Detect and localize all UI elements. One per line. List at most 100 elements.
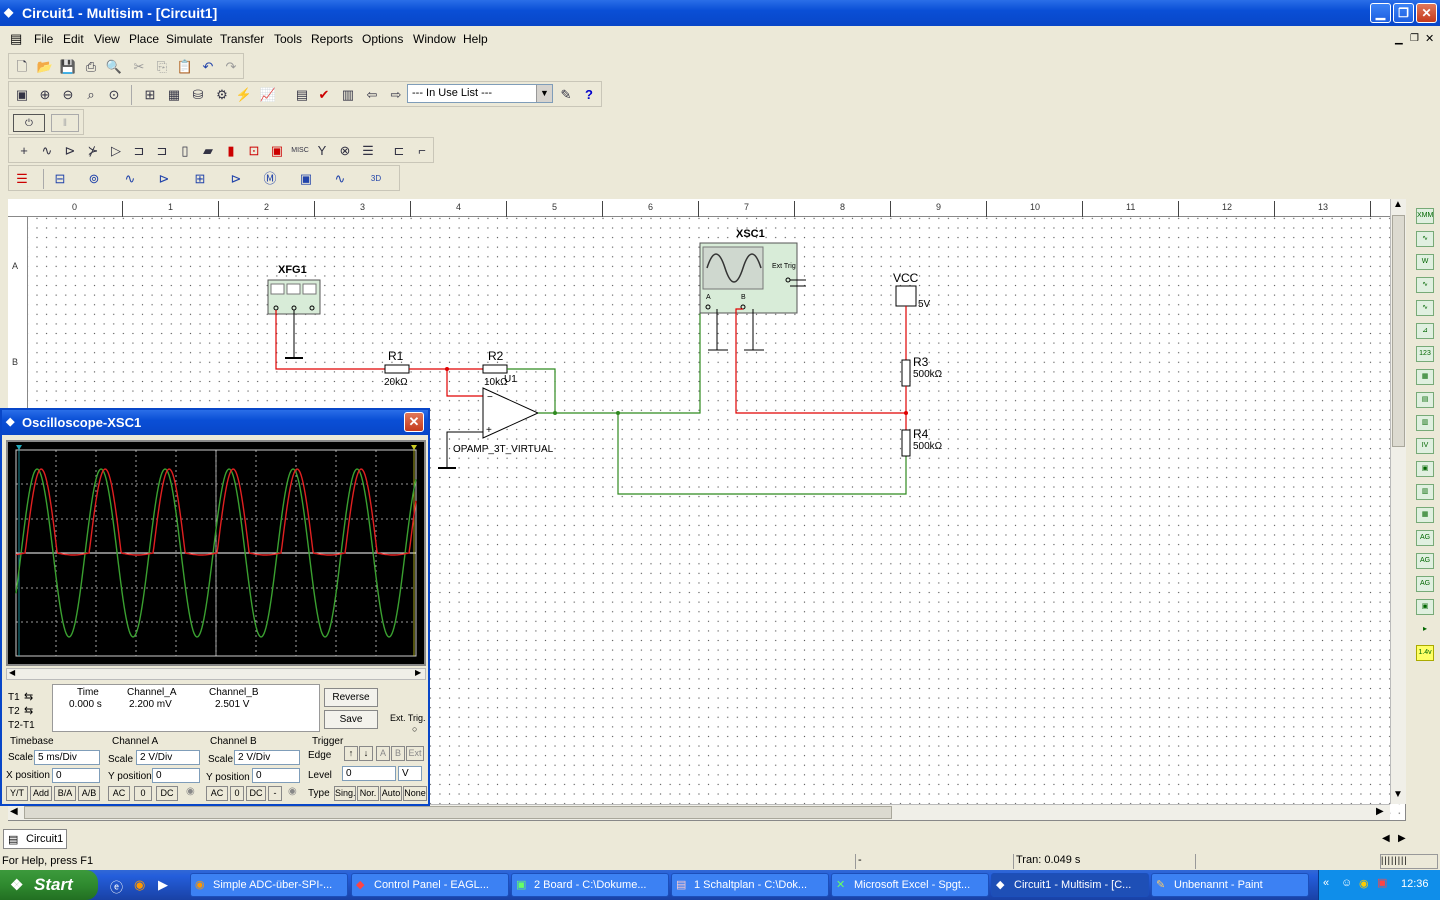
- menu-view[interactable]: View: [94, 32, 120, 46]
- mdi-close-button[interactable]: ✕: [1425, 33, 1435, 45]
- tab-scroll-left-icon[interactable]: ◀: [1382, 833, 1390, 844]
- tektronix-scope-icon[interactable]: ▣: [1416, 599, 1434, 615]
- trigger-single-button[interactable]: Sing.: [334, 786, 356, 801]
- scope-screen[interactable]: [6, 440, 426, 666]
- basic-icon[interactable]: ∿: [41, 143, 53, 158]
- taskbar-button-eagle-board[interactable]: ▣2 Board - C:\Dokume...: [511, 873, 669, 897]
- trigger-normal-button[interactable]: Nor.: [357, 786, 379, 801]
- bom-icon[interactable]: ▥: [341, 87, 355, 102]
- scroll-left-icon[interactable]: ◀: [10, 806, 18, 817]
- channel-b-dc-button[interactable]: DC: [246, 786, 266, 801]
- source-icon[interactable]: +: [20, 143, 28, 158]
- channel-a-zero-button[interactable]: 0: [134, 786, 152, 801]
- bus-icon[interactable]: ⌐: [418, 143, 426, 158]
- taskbar-button-multisim[interactable]: ◆Circuit1 - Multisim - [C...: [991, 873, 1149, 897]
- power-component-icon[interactable]: ⊡: [248, 143, 260, 158]
- taskbar-button-paint[interactable]: ✎Unbenannt - Paint: [1151, 873, 1309, 897]
- trigger-source-ext-button[interactable]: Ext: [406, 746, 424, 761]
- scroll-up-icon[interactable]: ▲: [1393, 199, 1403, 210]
- misc-component-icon[interactable]: ▣: [270, 143, 284, 158]
- distortion-analyzer-icon[interactable]: ▣: [1416, 461, 1434, 477]
- network-analyzer-icon[interactable]: ▦: [1416, 507, 1434, 523]
- postprocessor-icon[interactable]: ▤: [295, 87, 309, 102]
- show-grid-icon[interactable]: ☰: [16, 171, 28, 186]
- mcu-icon[interactable]: ☰: [362, 143, 374, 158]
- chevron-down-icon[interactable]: ▼: [536, 85, 552, 102]
- indicator-icon[interactable]: ▮: [227, 143, 235, 158]
- channel-b-minus-button[interactable]: -: [268, 786, 282, 801]
- simulate-icon[interactable]: ⚡: [235, 87, 253, 102]
- tab-scroll-right-icon[interactable]: ▶: [1398, 833, 1406, 844]
- zoom-in-icon[interactable]: ⊕: [39, 87, 51, 102]
- menu-window[interactable]: Window: [413, 32, 456, 46]
- channel-a-terminal-icon[interactable]: ◉: [186, 786, 195, 797]
- oscilloscope-close-button[interactable]: ✕: [404, 412, 424, 432]
- trigger-auto-button[interactable]: Auto: [380, 786, 402, 801]
- graph-icon[interactable]: ∿: [334, 171, 346, 186]
- menu-simulate[interactable]: Simulate: [166, 32, 213, 46]
- more-instruments-icon[interactable]: ▸: [1422, 624, 1427, 633]
- spreadsheet-icon[interactable]: ▦: [167, 87, 181, 102]
- grapher-icon[interactable]: 📈: [259, 87, 277, 102]
- tray-security-icon[interactable]: ◉: [1359, 878, 1369, 890]
- hierarchical-block-icon[interactable]: ⊏: [393, 143, 405, 158]
- menu-help[interactable]: Help: [463, 32, 488, 46]
- cut-icon[interactable]: ✂: [133, 59, 145, 74]
- taskbar-button-firefox[interactable]: ◉Simple ADC-über-SPI-...: [190, 873, 348, 897]
- forward-annotate-icon[interactable]: ⇨: [390, 87, 402, 102]
- iv-analyzer-icon[interactable]: IV: [1416, 438, 1434, 454]
- channel-a-scale-field[interactable]: 2 V/Div: [136, 750, 200, 765]
- transistor-icon[interactable]: ⊁: [87, 143, 99, 158]
- ttl-icon[interactable]: ⊐: [133, 143, 145, 158]
- reverse-button[interactable]: Reverse: [324, 688, 378, 707]
- falling-edge-icon[interactable]: ↓: [359, 746, 373, 761]
- logic-converter-icon[interactable]: ▥: [1416, 415, 1434, 431]
- signal-icon[interactable]: ⊚: [88, 171, 100, 186]
- bode-plotter-icon[interactable]: ⊿: [1416, 323, 1434, 339]
- trigger-source-a-button[interactable]: A: [376, 746, 390, 761]
- tray-app-icon[interactable]: ☺: [1341, 877, 1353, 889]
- component-view-icon[interactable]: ⊞: [194, 171, 206, 186]
- full-screen-icon[interactable]: ▣: [15, 87, 29, 102]
- timebase-scale-field[interactable]: 5 ms/Div: [34, 750, 100, 765]
- vertical-scroll-thumb[interactable]: [1392, 215, 1405, 447]
- oscilloscope-icon[interactable]: ∿: [1416, 277, 1434, 293]
- analysis-icon[interactable]: ⊳: [158, 171, 170, 186]
- x-position-field[interactable]: 0: [52, 768, 100, 783]
- erc-icon[interactable]: ✔: [318, 87, 330, 102]
- trigger-source-b-button[interactable]: B: [391, 746, 405, 761]
- menu-file[interactable]: File: [34, 32, 54, 46]
- circuit1-document-tab[interactable]: ▤ Circuit1: [3, 829, 67, 849]
- measurement-probe-icon[interactable]: 1.4v: [1416, 645, 1434, 661]
- cmos-icon[interactable]: ⊐: [156, 143, 168, 158]
- media-player-quicklaunch-icon[interactable]: ▶: [158, 877, 168, 892]
- channel-a-dc-button[interactable]: DC: [156, 786, 178, 801]
- component-wizard-icon[interactable]: ⚙: [216, 87, 228, 102]
- scroll-right-icon[interactable]: ▶: [1376, 806, 1384, 817]
- zoom-area-icon[interactable]: ⌕: [87, 87, 95, 102]
- run-switch-icon[interactable]: ⏻: [13, 114, 45, 132]
- trigger-none-button[interactable]: None: [403, 786, 427, 801]
- close-button[interactable]: ✕: [1416, 3, 1437, 23]
- menu-reports[interactable]: Reports: [311, 32, 354, 46]
- wattmeter-icon[interactable]: W: [1416, 254, 1434, 270]
- channel-a-ac-button[interactable]: AC: [108, 786, 130, 801]
- channel-b-scale-field[interactable]: 2 V/Div: [234, 750, 300, 765]
- zoom-fit-icon[interactable]: ⊙: [108, 87, 120, 102]
- menu-tools[interactable]: Tools: [274, 32, 303, 46]
- mixed-icon[interactable]: ▰: [203, 143, 213, 158]
- frequency-counter-icon[interactable]: 123: [1416, 346, 1434, 362]
- open-folder-icon[interactable]: 📂: [36, 59, 54, 74]
- scope-scrollbar[interactable]: ◀ ▶: [6, 668, 426, 680]
- four-channel-scope-icon[interactable]: ∿: [1416, 300, 1434, 316]
- scroll-down-icon[interactable]: ▼: [1393, 789, 1403, 800]
- scope-scroll-left-icon[interactable]: ◀: [9, 668, 16, 677]
- t1-arrows-icon[interactable]: ⇆: [24, 691, 34, 703]
- copy-icon[interactable]: ⎘: [156, 59, 168, 74]
- probe-icon[interactable]: ⊟: [54, 171, 66, 186]
- word-generator-icon[interactable]: ▦: [1416, 369, 1434, 385]
- taskbar-button-eagle-control[interactable]: ◆Control Panel - EAGL...: [351, 873, 509, 897]
- analog-icon[interactable]: ▷: [111, 143, 121, 158]
- waveform-icon[interactable]: ∿: [124, 171, 136, 186]
- scope-scroll-right-icon[interactable]: ▶: [415, 668, 422, 677]
